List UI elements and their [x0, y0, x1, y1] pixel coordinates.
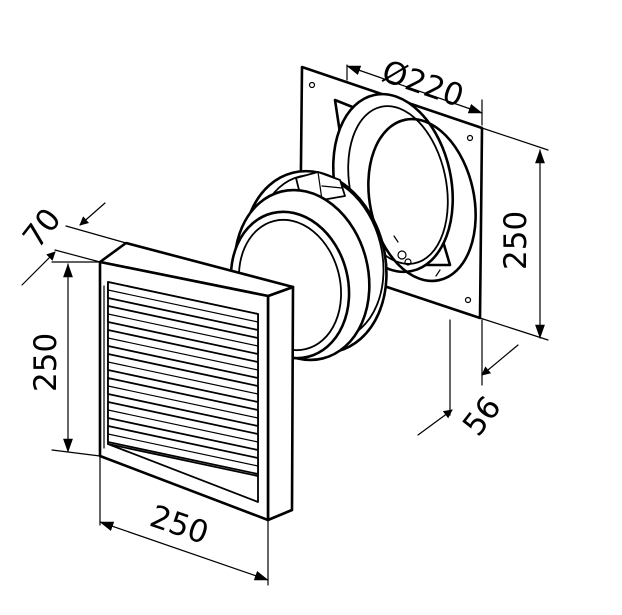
louvre-grille [98, 241, 295, 522]
screw-hole-icon [464, 296, 472, 304]
dim-plate-depth: 56 [417, 319, 519, 443]
gasket-mark-icon [404, 258, 412, 266]
screw-hole-icon [466, 134, 474, 142]
dim-plate-height: 250 [479, 127, 549, 341]
grille-height-label: 250 [28, 333, 64, 392]
grille-width-label: 250 [145, 499, 213, 552]
plate-depth-label: 56 [456, 390, 509, 443]
louvre-blades [107, 281, 259, 477]
grille-depth-label: 70 [16, 202, 69, 255]
gasket-mark-icon [397, 250, 407, 260]
plate-height-label: 250 [498, 211, 534, 270]
screw-hole-icon [308, 81, 316, 89]
dim-grille-height: 250 [28, 261, 101, 457]
